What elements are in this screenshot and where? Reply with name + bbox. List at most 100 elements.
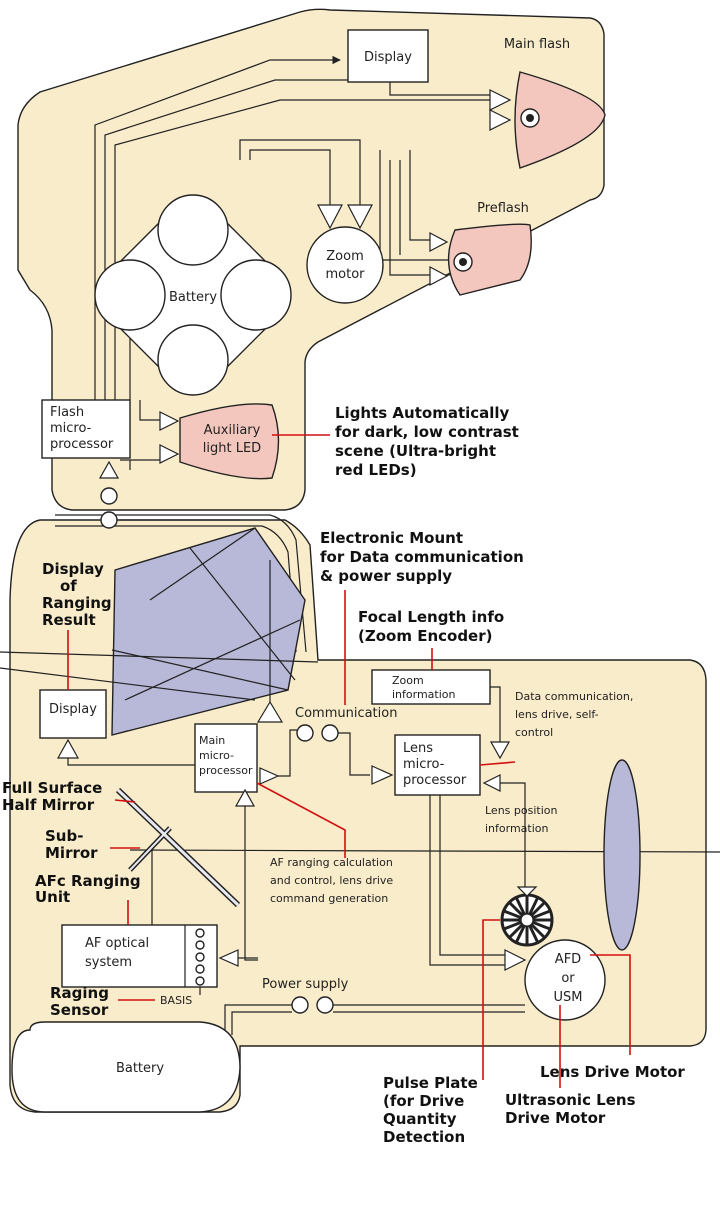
flash-micro-line2: micro-	[50, 421, 92, 436]
main-flash-arrow-2	[489, 109, 512, 131]
battery-cell-3	[220, 259, 292, 331]
aux-led-line1: Auxiliary	[204, 423, 261, 438]
ann-display-4: Result	[42, 611, 96, 629]
lens-position-line2: information	[485, 822, 549, 835]
zoom-motor-arrow-2	[347, 204, 373, 230]
battery-bottom-label: Battery	[116, 1061, 164, 1076]
lens-position-line1: Lens position	[485, 804, 558, 817]
auxiliary-light-led	[179, 403, 280, 480]
data-comm-line1: Data communication,	[515, 690, 633, 703]
flash-wiring	[94, 55, 500, 521]
flash-microprocessor	[41, 399, 131, 459]
afd-line1: AFD	[555, 952, 581, 967]
basis-label: BASIS	[160, 994, 192, 1007]
afd-usm-motor	[524, 939, 606, 1021]
main-micro-up-arrow	[256, 700, 284, 723]
flash-micro-line1: Flash	[50, 405, 84, 420]
zoom-info-down-arrow	[489, 741, 511, 760]
main-micro-line3: processor	[199, 764, 253, 777]
af-sensor-2	[195, 940, 205, 950]
zoom-motor-line2: motor	[325, 267, 365, 282]
zoom-motor-arrow-1	[317, 204, 343, 230]
flash-contact-1	[100, 487, 118, 505]
lens-micro-line1: Lens	[403, 741, 433, 756]
zoom-info-line1: Zoom	[392, 674, 424, 687]
sub-mirror-face	[129, 827, 171, 871]
flash-micro-up-arrow	[98, 460, 120, 479]
ann-half-mirror-1: Full Surface	[2, 779, 102, 797]
half-mirror-face	[116, 788, 240, 907]
main-flash-label: Main flash	[504, 37, 570, 52]
ann-afc-1: AFc Ranging	[35, 872, 141, 890]
lens-element	[603, 759, 641, 951]
power-contact-2	[316, 996, 334, 1014]
zoom-motor	[306, 226, 384, 304]
af-sensor-1	[195, 928, 205, 938]
af-optical-line2: system	[85, 955, 132, 970]
ann-sensor-2: Sensor	[50, 1001, 109, 1019]
communication-label: Communication	[295, 706, 397, 721]
lens-micro-in-arrow	[371, 765, 394, 785]
ann-pulse-3: Quantity	[383, 1110, 457, 1128]
display-top-label: Display	[364, 50, 412, 65]
ann-half-mirror-2: Half Mirror	[2, 796, 95, 814]
annotation-leaders	[67, 434, 631, 1088]
ann-lights-1: Lights Automatically	[335, 404, 510, 422]
ann-mount-2: for Data communication	[320, 548, 524, 566]
ann-ultrasonic-1: Ultrasonic Lens	[505, 1091, 636, 1109]
zoom-motor-line1: Zoom	[326, 249, 363, 264]
lens-micro-line2: micro-	[403, 757, 445, 772]
preflash-arrow-1	[429, 232, 449, 252]
afd-line3: USM	[554, 990, 583, 1005]
preflash-arrow-2	[429, 266, 449, 286]
ann-display-3: Ranging	[42, 594, 112, 612]
main-flash-arrow-1	[489, 89, 512, 111]
zoom-info-line2: information	[392, 688, 456, 701]
battery-top-housing	[98, 200, 288, 390]
ann-afc-2: Unit	[35, 888, 70, 906]
ann-mount-1: Electronic Mount	[320, 529, 463, 547]
afd-in-arrow	[504, 949, 527, 971]
display-left	[39, 689, 107, 739]
data-comm-line2: lens drive, self-	[515, 708, 599, 721]
battery-bottom	[11, 1021, 241, 1113]
preflash-reflector	[447, 223, 532, 296]
display-left-label: Display	[49, 702, 97, 717]
af-optical-line1: AF optical	[85, 936, 149, 951]
af-calc-line1: AF ranging calculation	[270, 856, 393, 869]
battery-cell-1	[157, 194, 229, 266]
ann-sensor-1: Raging	[50, 984, 109, 1002]
main-micro-right-arrow	[259, 767, 280, 785]
aux-led-arrow-2	[159, 444, 180, 464]
lens-microprocessor	[394, 734, 481, 796]
main-micro-line1: Main	[199, 734, 225, 747]
comm-contact-1	[296, 724, 314, 742]
ann-display-1: Display	[42, 560, 104, 578]
main-microprocessor	[194, 723, 258, 793]
battery-top-label: Battery	[169, 290, 217, 305]
flash-micro-line3: processor	[50, 437, 114, 452]
ann-lights-3: scene (Ultra-bright	[335, 442, 496, 460]
ann-sub-mirror-1: Sub-	[45, 827, 83, 845]
af-optical-system	[61, 924, 218, 988]
preflash-tube-core	[459, 258, 467, 266]
ann-pulse-4: Detection	[383, 1128, 465, 1146]
power-supply-label: Power supply	[262, 977, 349, 992]
aux-led-arrow-1	[159, 411, 180, 431]
ann-display-2: of	[60, 577, 77, 595]
aux-led-line2: light LED	[203, 441, 261, 456]
battery-cell-4	[157, 324, 229, 396]
battery-cell-2	[94, 259, 166, 331]
ann-mount-3: & power supply	[320, 567, 452, 585]
ann-pulse-1: Pulse Plate	[383, 1074, 478, 1092]
comm-contact-2	[321, 724, 339, 742]
af-sensor-5	[195, 976, 205, 986]
lens-micro-line3: processor	[403, 773, 467, 788]
power-contact-1	[291, 996, 309, 1014]
ann-focal-1: Focal Length info	[358, 608, 504, 626]
preflash-label: Preflash	[477, 201, 529, 216]
af-calc-line2: and control, lens drive	[270, 874, 393, 887]
ann-focal-2: (Zoom Encoder)	[358, 627, 492, 645]
flash-contact-2	[100, 511, 118, 529]
zoom-information	[371, 669, 491, 705]
